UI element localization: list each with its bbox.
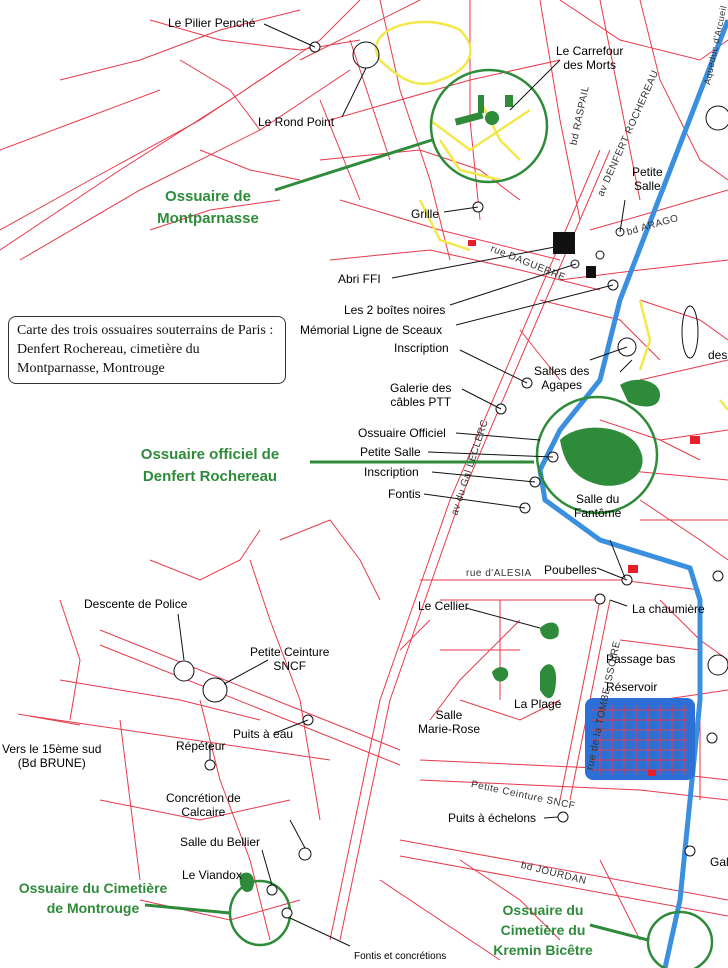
label-pilier-penche: Le Pilier Penché — [168, 16, 256, 30]
label-petite-salle-2: Petite Salle — [360, 445, 421, 459]
label-ossuaire-montrouge: Ossuaire du Cimetière de Montrouge — [18, 880, 168, 916]
label-concretion: Concrétion de Calcaire — [166, 791, 241, 819]
label-chaumiere: La chaumière — [632, 602, 705, 616]
label-memorial: Mémorial Ligne de Sceaux — [300, 323, 443, 337]
label-fontis: Fontis — [388, 487, 421, 501]
label-fontis-concretions: Fontis et concrétions — [354, 951, 447, 962]
label-puits-echelons: Puits à échelons — [448, 811, 537, 825]
label-salle-bellier: Salle du Bellier — [180, 835, 261, 849]
boites-noires-marker — [586, 266, 596, 278]
denfert-area — [560, 427, 643, 486]
west-arrow — [17, 713, 81, 726]
label-petite-salle-1: Petite Salle — [632, 165, 663, 193]
green-arrows — [144, 138, 649, 942]
agapes-area — [620, 379, 660, 407]
label-galerie-cables: Galerie des câbles PTT — [390, 381, 452, 409]
label-ossuaire-officiel: Ossuaire Officiel — [358, 426, 446, 440]
leader-lines — [177, 23, 633, 947]
label-grille: Grille — [411, 207, 440, 221]
label-des: des — [708, 348, 728, 362]
label-boites-noires: Les 2 boîtes noires — [344, 303, 446, 317]
label-ossuaire-kremlin: Ossuaire du Cimetière du Kremin Bicêtre — [493, 902, 593, 958]
label-la-plage: La Plage — [514, 697, 562, 711]
label-descente-police: Descente de Police — [84, 597, 188, 611]
map-caption: Carte des trois ossuaires souterrains de… — [8, 316, 286, 384]
reservoir-grid — [585, 698, 695, 780]
label-repeteur: Répéteur — [176, 739, 226, 753]
label-marie-rose: Salle Marie-Rose — [418, 708, 481, 736]
label-cellier: Le Cellier — [418, 599, 469, 613]
abri-ffi-marker — [553, 232, 575, 254]
label-ossuaire-denfert: Ossuaire officiel de Denfert Rochereau — [140, 446, 280, 485]
label-petite-ceinture: Petite Ceinture SNCF — [250, 645, 330, 673]
label-rond-point: Le Rond Point — [258, 115, 335, 129]
label-salles-agapes: Salles des Agapes — [534, 364, 590, 392]
label-passage-bas: Passage bas — [606, 652, 676, 666]
label-reservoir: Réservoir — [606, 680, 658, 694]
street-alesia: rue d'ALESIA — [466, 568, 532, 579]
ossuary-areas — [239, 95, 660, 893]
label-poubelles: Poubelles — [544, 563, 597, 577]
label-abri-ffi: Abri FFI — [338, 272, 381, 286]
montparnasse-area — [485, 111, 499, 125]
label-ossuaire-montparnasse: Ossuaire de Montparnasse — [157, 188, 259, 227]
ossuary-circles — [228, 68, 714, 968]
label-vers-15eme: Vers le 15ème sud (Bd BRUNE) — [2, 742, 102, 770]
label-inscription-2: Inscription — [364, 465, 419, 479]
label-puits-eau: Puits à eau — [233, 727, 294, 741]
aqueduct-line — [537, 19, 728, 968]
label-gal: Gal — [710, 855, 728, 869]
label-salle-fantome: Salle du Fantôme — [574, 492, 622, 520]
label-inscription-1: Inscription — [394, 341, 449, 355]
label-viandox: Le Viandox — [182, 868, 242, 882]
label-carrefour-morts: Le Carrefour des Morts — [556, 44, 624, 72]
yellow-tunnels — [374, 20, 728, 411]
